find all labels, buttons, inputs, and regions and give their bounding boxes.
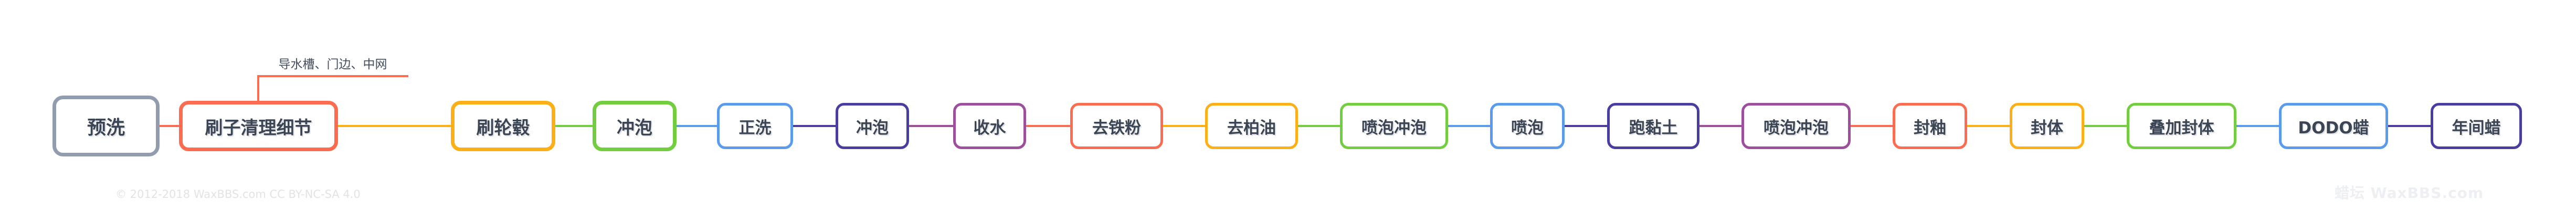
flow-connector <box>1448 125 1490 127</box>
flow-node[interactable]: 冲泡 <box>836 103 909 149</box>
flow-node-label: 叠加封体 <box>2149 118 2214 138</box>
flow-node-label: 去铁粉 <box>1092 118 1141 138</box>
flow-node[interactable]: 喷泡冲泡 <box>1741 103 1851 149</box>
flow-connector <box>793 125 836 127</box>
callout-label: 导水槽、门边、中网 <box>278 58 387 71</box>
flow-connector <box>909 125 953 127</box>
flow-node-label: 喷泡冲泡 <box>1361 118 1427 138</box>
flow-connector <box>160 125 179 127</box>
flow-node[interactable]: DODO蜡 <box>2279 103 2388 149</box>
flow-connector <box>1851 125 1893 127</box>
flow-connector <box>1163 125 1205 127</box>
flow-node[interactable]: 刷轮毂 <box>451 101 555 151</box>
flow-node-label: 去柏油 <box>1227 118 1276 138</box>
flow-connector <box>2084 125 2127 127</box>
flow-node[interactable]: 封釉 <box>1893 103 1967 149</box>
flow-connector <box>555 125 593 127</box>
flow-node[interactable]: 叠加封体 <box>2127 103 2236 149</box>
flow-node[interactable]: 刷子清理细节 <box>179 101 338 151</box>
flow-connector <box>2388 125 2431 127</box>
flow-connector <box>2236 125 2279 127</box>
copyright-text: © 2012-2018 WaxBBS.com CC BY-NC-SA 4.0 <box>115 188 361 201</box>
flow-connector <box>1298 125 1340 127</box>
flow-node-label: 封釉 <box>1914 118 1946 138</box>
flow-connector <box>1026 125 1070 127</box>
flow-node-label: 正洗 <box>738 118 772 138</box>
callout-underline <box>257 75 408 77</box>
flow-node-label: 冲泡 <box>856 118 889 138</box>
flow-node-label: 收水 <box>973 118 1006 138</box>
flow-node-label: 年间蜡 <box>2452 118 2501 138</box>
flow-node-label: 刷子清理细节 <box>205 117 312 139</box>
flow-node-label: 刷轮毂 <box>476 117 530 139</box>
flow-node-label: 封体 <box>2031 118 2063 138</box>
callout-connector-line-vertical <box>257 76 259 101</box>
flow-node-label: 预洗 <box>87 117 125 139</box>
flow-node[interactable]: 跑黏土 <box>1607 103 1699 149</box>
flow-chain: 预洗 刷子清理细节 刷轮毂 冲泡 正洗 冲泡 收水 去铁粉 去柏油 喷泡冲泡 喷泡 跑黏土 喷泡冲泡 封釉… <box>52 96 2522 156</box>
flow-node[interactable]: 正洗 <box>717 103 793 149</box>
flow-connector <box>1967 125 2010 127</box>
flow-connector <box>1699 125 1741 127</box>
flow-node[interactable]: 去柏油 <box>1205 103 1298 149</box>
watermark-text: 蜡坛 WaxBBS.com <box>2335 184 2484 202</box>
flow-node-label: 喷泡 <box>1511 118 1544 138</box>
flow-node-label: 喷泡冲泡 <box>1764 118 1829 138</box>
flow-node[interactable]: 年间蜡 <box>2431 103 2522 149</box>
flow-node[interactable]: 喷泡冲泡 <box>1340 103 1448 149</box>
flow-node[interactable]: 预洗 <box>52 96 160 156</box>
flow-connector <box>338 125 451 127</box>
flow-node[interactable]: 收水 <box>953 103 1026 149</box>
flow-connector <box>1565 125 1607 127</box>
flow-node[interactable]: 冲泡 <box>593 101 677 151</box>
flow-node-label: 冲泡 <box>617 117 652 139</box>
flow-connector <box>677 125 717 127</box>
flow-node[interactable]: 去铁粉 <box>1070 103 1163 149</box>
flow-node[interactable]: 喷泡 <box>1490 103 1565 149</box>
flow-node-label: DODO蜡 <box>2298 118 2369 138</box>
flow-node-label: 跑黏土 <box>1629 118 1678 138</box>
flow-node[interactable]: 封体 <box>2010 103 2084 149</box>
